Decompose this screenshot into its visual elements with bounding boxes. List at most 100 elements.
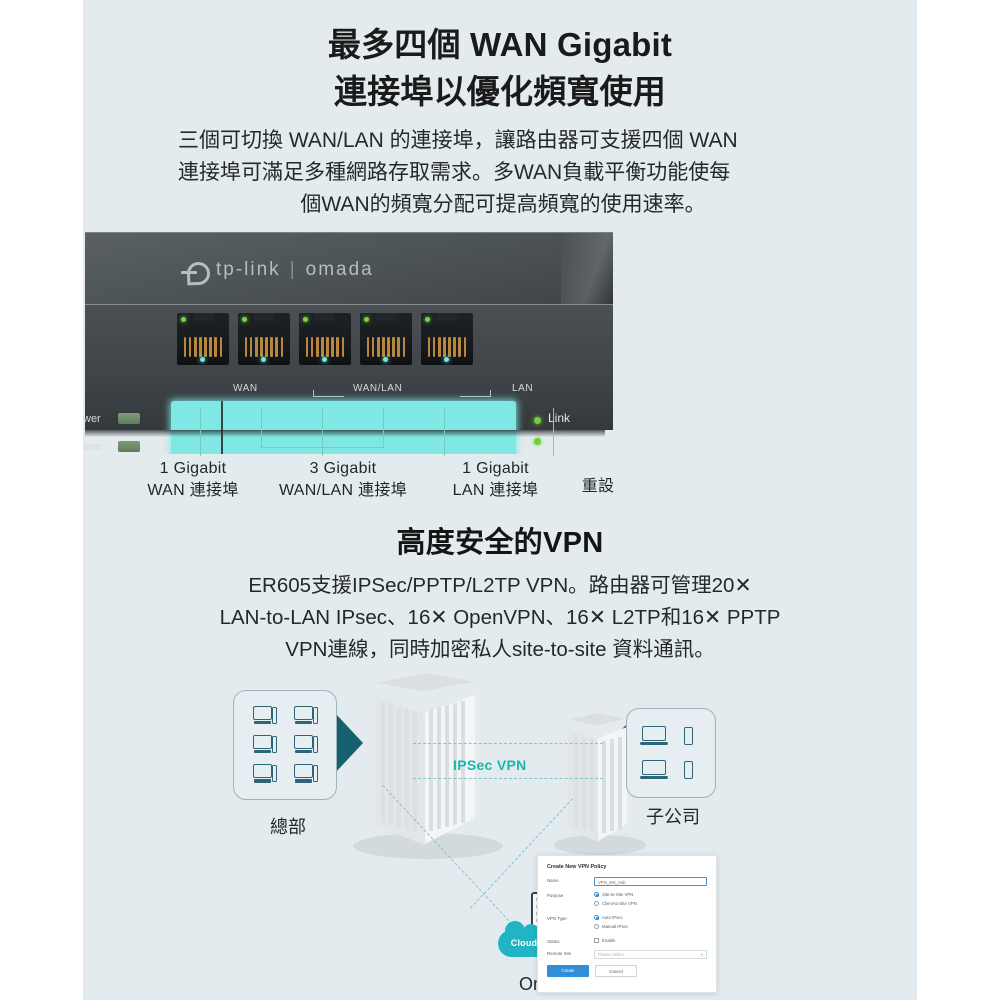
callout-lan: 1 Gigabit LAN 連接埠 [413, 458, 578, 502]
vpn-body-line-1: ER605支援IPSec/PPTP/L2TP VPN。路由器可管理20✕ [248, 574, 752, 597]
port-clip-icon [315, 313, 335, 321]
tp-link-omada-logo: tp-link | omada [181, 259, 374, 281]
callout-leader-1 [200, 408, 202, 456]
wanlan-group-label: WAN/LAN [353, 383, 403, 394]
branch-device-grid [637, 719, 705, 787]
checkbox-enable[interactable]: Enable [594, 938, 707, 943]
name-input[interactable]: VPN_WS_Sub [594, 877, 707, 886]
remote-site-select[interactable]: Please Select ▾ [594, 950, 707, 959]
port-clip-icon [193, 313, 213, 321]
dialog-title: Create New VPN Policy [547, 864, 607, 870]
callout-reset-line1: 重設 [581, 478, 615, 495]
ethernet-port-5 [421, 313, 473, 365]
ipsec-vpn-label: IPSec VPN [453, 757, 527, 773]
building-windows [437, 707, 441, 829]
wan-group-label: WAN [233, 383, 258, 394]
desktop-computer-icon [293, 734, 318, 755]
link-led-label: Link [548, 411, 571, 425]
ethernet-port-4 [360, 313, 412, 365]
radio-site-to-site-label: Site-to-Site VPN [602, 892, 634, 897]
port-led [181, 317, 186, 322]
ethernet-ports-highlight [171, 401, 516, 454]
radio-client-to-site-label: Client-to-Site VPN [602, 900, 637, 906]
callout-wanlan-line1: 3 Gigabit [309, 460, 377, 477]
port-pins [428, 337, 466, 357]
port-group-labels: WAN WAN/LAN LAN [85, 383, 613, 401]
port-clip-icon [437, 313, 457, 321]
port-led [303, 317, 308, 322]
desktop-computer-icon [252, 734, 277, 755]
dialog-row-purpose: Purpose Site-to-Site VPN Client-to-Site … [547, 892, 707, 909]
port-callout-dot [322, 357, 327, 362]
dialog-row-status: Status Enable [547, 938, 707, 944]
desktop-computer-icon [293, 764, 318, 784]
ethernet-port-3 [299, 313, 351, 365]
radio-manual-ipsec[interactable]: Manual IPsec [594, 923, 707, 929]
hq-device-grid [244, 701, 326, 789]
headquarters-building [353, 673, 503, 859]
callout-wanlan-line2: WAN/LAN 連接埠 [278, 482, 408, 500]
port-led [425, 317, 430, 322]
port-clip-icon [376, 313, 396, 321]
building-windows [381, 703, 385, 823]
building-windows [582, 737, 586, 829]
smartphone-icon [683, 761, 693, 779]
building-windows [397, 707, 401, 827]
wan-body-line-2: 連接埠可滿足多種網路存取需求。多WAN負載平衡功能使每 [178, 160, 731, 184]
purpose-control: Site-to-Site VPN Client-to-Site VPN [594, 892, 707, 909]
radio-icon [594, 923, 599, 929]
link-led [534, 417, 541, 424]
remote-site-control: Please Select ▾ [594, 950, 707, 959]
callout-wan-line1: 1 Gigabit [159, 460, 227, 477]
laptop-icon [640, 726, 668, 746]
hq-connector-wedge [335, 713, 363, 773]
radio-site-to-site[interactable]: Site-to-Site VPN [594, 892, 707, 897]
name-control: VPN_WS_Sub [594, 877, 707, 886]
vpn-tunnel-line-upper [413, 743, 603, 744]
building-windows [405, 709, 409, 829]
building-windows [445, 705, 449, 827]
wan-body-line-1: 三個可切換 WAN/LAN 的連接埠，讓路由器可支援四個 WAN [178, 129, 738, 152]
port-led [242, 317, 247, 322]
desktop-computer-icon [293, 705, 318, 726]
radio-auto-ipsec[interactable]: Auto IPsec [594, 915, 707, 920]
building-windows [590, 739, 594, 831]
building-windows [389, 705, 393, 825]
port-led [364, 317, 369, 322]
wan-section-title: 最多四個 WAN Gigabit 連接埠以優化頻寬使用 [83, 22, 917, 116]
building-windows [429, 709, 433, 831]
create-vpn-policy-dialog[interactable]: Create New VPN Policy Name VPN_WS_Sub Pu… [537, 855, 717, 993]
vpn-section-body: ER605支援IPSec/PPTP/L2TP VPN。路由器可管理20✕ LAN… [143, 570, 857, 665]
create-button[interactable]: Create [547, 965, 589, 977]
radio-auto-ipsec-label: Auto IPsec [602, 915, 623, 920]
ethernet-port-1 [177, 313, 229, 365]
callout-bracket-wanlan [261, 447, 384, 449]
callout-leader-3 [322, 408, 324, 456]
radio-client-to-site[interactable]: Client-to-Site VPN [594, 900, 707, 906]
smartphone-icon [683, 727, 693, 745]
laptop-icon [640, 760, 668, 780]
power-led-label: wer [83, 413, 101, 425]
cancel-button[interactable]: Cancel [595, 965, 637, 977]
callout-lan-line2: LAN 連接埠 [452, 482, 539, 500]
desktop-computer-icon [252, 705, 277, 726]
desktop-computer-icon [252, 764, 277, 784]
branch-building [554, 713, 646, 855]
dialog-buttons: Create Cancel [547, 965, 707, 977]
port-callout-dot [200, 357, 205, 362]
wanlan-bracket [313, 390, 491, 397]
router-top-plate: tp-link | omada [85, 232, 613, 305]
name-label: Name [547, 878, 559, 883]
vpn-tunnel-line-lower [413, 778, 603, 779]
router-product-photo: tp-link | omada wer tem WAN WAN/LAN [83, 232, 613, 454]
callout-lan-line1: 1 Gigabit [462, 460, 529, 477]
callout-wanlan: 3 Gigabit WAN/LAN 連接埠 [243, 458, 443, 502]
port-callout-dot [444, 357, 449, 362]
radio-manual-ipsec-label: Manual IPsec [602, 923, 629, 929]
dialog-row-vpn-type: VPN Type Auto IPsec Manual IPsec [547, 915, 707, 932]
building-windows [413, 711, 417, 831]
vpn-body-line-2: LAN-to-LAN IPsec、16✕ OpenVPN、16✕ L2TP和16… [219, 605, 781, 629]
ethernet-port-2 [238, 313, 290, 365]
building-windows [610, 739, 614, 831]
